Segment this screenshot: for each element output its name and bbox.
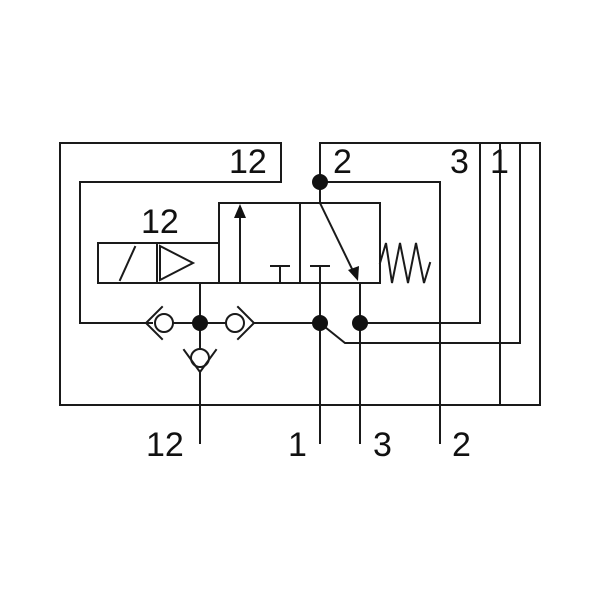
diagonal-flow-arrow	[318, 201, 357, 277]
junction-dot-port-1	[312, 315, 328, 331]
label-top-2: 2	[333, 143, 352, 181]
label-top-1: 1	[490, 143, 509, 181]
inner-pilot-loop	[79, 142, 282, 324]
line-port-2	[319, 142, 441, 444]
label-bottom-3: 3	[373, 426, 392, 464]
label-bottom-1: 1	[288, 426, 307, 464]
pilot-triangle	[159, 244, 196, 282]
junction-dot-port-2	[312, 174, 328, 190]
diagonal-arrow-head	[348, 266, 359, 281]
shuttle-valve-left	[144, 305, 201, 341]
solenoid-coil-slash	[118, 245, 137, 282]
label-solenoid-12: 12	[141, 203, 179, 241]
outer-frame	[59, 142, 541, 406]
line-port-1	[253, 142, 521, 444]
label-bottom-2: 2	[452, 426, 471, 464]
solenoid-actuator	[97, 242, 220, 284]
label-top-12: 12	[229, 143, 267, 181]
spring-icon	[378, 242, 432, 284]
valve-body	[218, 201, 381, 284]
line-port-3	[359, 142, 481, 444]
flow-arrow-head	[234, 204, 246, 218]
shuttle-valve-bottom	[182, 322, 218, 444]
label-bottom-12: 12	[146, 426, 184, 464]
solenoid-box	[97, 242, 220, 284]
junction-dot-shuttle	[192, 315, 208, 331]
spring-return	[378, 242, 432, 284]
label-top-3: 3	[450, 143, 469, 181]
shuttle-valve-right	[199, 305, 256, 341]
junction-dot-port-3	[352, 315, 368, 331]
